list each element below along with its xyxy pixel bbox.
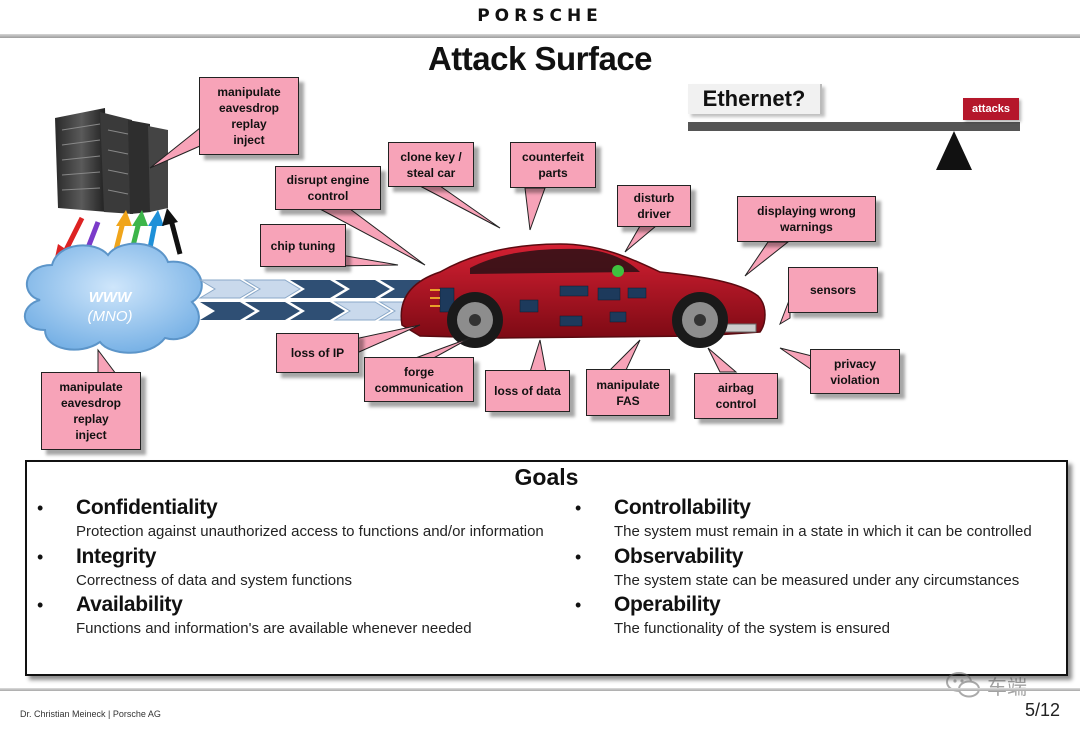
porsche-logo: PORSCHE: [477, 6, 603, 26]
callout-disrupt-engine: disrupt engine control: [275, 166, 381, 210]
cloud-label-mno: (MNO): [87, 308, 133, 325]
server-rack-icon: [55, 108, 168, 214]
callout-loss-of-ip: loss of IP: [276, 333, 359, 373]
callout-airbag-control: airbag control: [694, 373, 778, 419]
goal-name: Observability: [614, 544, 744, 568]
bullet-icon: •: [37, 595, 44, 615]
callout-sensors: sensors: [788, 267, 878, 313]
goal-name: Controllability: [614, 496, 751, 519]
goal-name: Integrity: [76, 544, 157, 568]
watermark-text: 车端: [987, 674, 1027, 699]
goals-left-column: • Confidentiality Protection against una…: [37, 496, 544, 642]
ethernet-label: Ethernet?: [688, 84, 822, 114]
callout-chip-tuning: chip tuning: [260, 224, 346, 267]
bullet-icon: •: [37, 546, 44, 567]
cloud-label: WWW (MNO): [40, 288, 180, 326]
attacks-badge: attacks: [963, 98, 1019, 120]
bullet-icon: •: [575, 498, 582, 518]
callout-counterfeit-parts: counterfeit parts: [510, 142, 596, 188]
callout-manipulate-fas: manipulate FAS: [586, 369, 670, 416]
callout-wrong-warnings: displaying wrong warnings: [737, 196, 876, 242]
goal-description: The functionality of the system is ensur…: [614, 620, 890, 637]
seesaw-icon: [688, 122, 1020, 170]
footer-author: Dr. Christian Meineck | Porsche AG: [20, 709, 161, 719]
page-title: Attack Surface: [427, 40, 653, 77]
goals-panel: Goals • Confidentiality Protection again…: [25, 460, 1068, 676]
callout-disturb-driver: disturb driver: [617, 185, 691, 227]
goal-description: Protection against unauthorized access t…: [76, 523, 544, 540]
callout-cloud-attacks: manipulate eavesdrop replay inject: [41, 372, 141, 450]
footer-divider: [0, 688, 1080, 691]
goal-item: • Integrity Correctness of data and syst…: [37, 545, 537, 594]
goal-description: Correctness of data and system functions: [76, 571, 352, 589]
bullet-icon: •: [575, 595, 582, 615]
goal-description: Functions and information's are availabl…: [76, 620, 472, 637]
callout-clone-key: clone key / steal car: [388, 142, 474, 187]
data-stream: [198, 279, 431, 321]
wechat-icon: [946, 672, 980, 698]
goal-name: Operability: [614, 593, 721, 616]
callout-forge-communication: forge communication: [364, 357, 474, 402]
goal-name: Confidentiality: [76, 496, 218, 519]
goal-item: • Operability The functionality of the s…: [575, 593, 1075, 642]
callout-server-attacks: manipulate eavesdrop replay inject: [199, 77, 299, 155]
goals-title: Goals: [514, 464, 579, 490]
cloud-label-www: WWW: [88, 289, 132, 306]
callout-loss-of-data: loss of data: [485, 370, 570, 412]
watermark: 车端: [945, 668, 1055, 702]
wheel-icon: [672, 292, 728, 348]
page-number: 5/12: [1024, 700, 1060, 720]
goal-item: • Confidentiality Protection against una…: [37, 496, 544, 545]
bullet-icon: •: [575, 546, 582, 567]
attack-surface-illustration: [23, 108, 1020, 375]
car-illustration: [400, 243, 766, 348]
goal-item: • Observability The system state can be …: [575, 545, 1075, 594]
goals-right-column: • Controllability The system must remain…: [575, 496, 1075, 642]
goal-item: • Controllability The system must remain…: [575, 496, 1075, 545]
callout-privacy-violation: privacy violation: [810, 349, 900, 394]
goal-description: The system must remain in a state in whi…: [614, 523, 1032, 540]
goal-name: Availability: [76, 593, 183, 616]
wheel-icon: [447, 292, 503, 348]
cloud-icon: [23, 242, 203, 354]
goal-description: The system state can be measured under a…: [614, 571, 1020, 589]
goal-item: • Availability Functions and information…: [37, 593, 537, 642]
header-divider: [0, 34, 1080, 38]
bullet-icon: •: [37, 498, 44, 518]
